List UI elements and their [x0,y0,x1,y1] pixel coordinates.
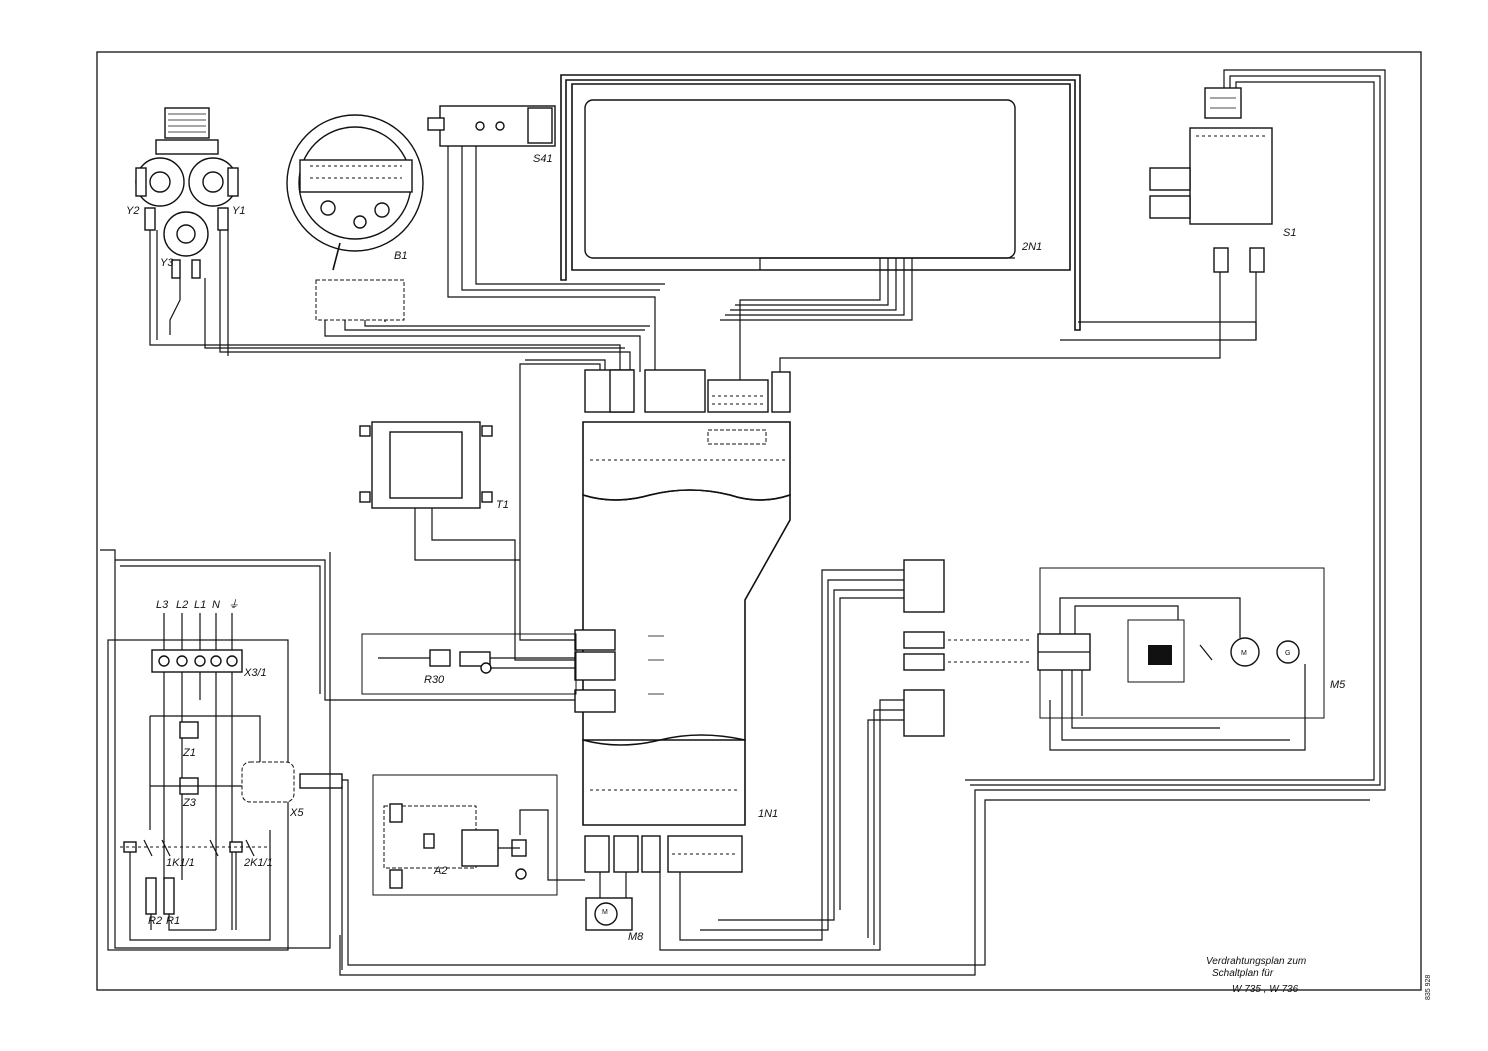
label-k2: 2K1/1 [243,857,273,869]
label-z1: Z1 [182,747,196,759]
document-number: 835 928 [1425,975,1432,1000]
connectors-board-bottom [584,835,743,873]
label-y3: Y3 [160,257,174,269]
transformer-t1 [359,421,493,509]
motor-plugs [903,559,945,737]
label-y2: Y2 [126,205,139,217]
program-selector-b1 [286,114,424,271]
connector-x5 [241,761,295,803]
label-2n1: 2N1 [1021,241,1042,253]
title-line-3: W 735 , W 736 [1232,984,1299,995]
control-panel-2n1 [560,74,1081,331]
connector-row-top [584,369,791,413]
mains-panel [107,559,575,951]
tacho-symbol: G [1285,650,1290,657]
label-z3: Z3 [182,797,197,809]
drawing-frame [96,51,1422,991]
label-k1: 1K1/1 [166,857,195,869]
label-t1: T1 [496,499,509,511]
title-line-2: Schaltplan für [1212,968,1274,979]
label-m5: M5 [1330,679,1346,691]
module-a2 [372,774,558,896]
m8-symbol: M [602,909,608,916]
label-s1: S1 [1283,227,1296,239]
connectors-board-left [574,629,664,713]
terminal-l1: L1 [194,599,206,611]
label-r2: R2 [148,915,162,927]
terminal-n: N [212,599,220,611]
plug-x5 [299,773,343,789]
contactors [120,839,270,915]
terminal-earth: ⏚ [228,599,239,611]
valve-assembly [135,107,239,279]
label-x5: X5 [289,807,304,819]
pressure-switch-s1 [1149,87,1273,273]
pump-m8 [585,897,633,931]
electronics-board-1n1 [582,421,791,826]
filter-z1 [179,721,199,739]
m5-symbol: M [1241,650,1247,657]
terminal-l2: L2 [176,599,188,611]
label-r1: R1 [166,915,180,927]
label-x31: X3/1 [243,667,267,679]
label-y1: Y1 [232,205,245,217]
heater-sensor-r30 [361,633,577,695]
motor-m5 [1037,567,1325,719]
label-r30: R30 [424,674,445,686]
label-s41: S41 [533,153,553,165]
terminal-block-b1 [315,279,405,321]
label-b1: B1 [394,250,407,262]
label-1n1: 1N1 [758,808,778,820]
label-a2: A2 [433,865,447,877]
title-line-1: Verdrahtungsplan zum [1206,956,1306,967]
door-lock-s41 [427,105,556,147]
label-m8: M8 [628,931,644,943]
terminal-l3: L3 [156,599,169,611]
